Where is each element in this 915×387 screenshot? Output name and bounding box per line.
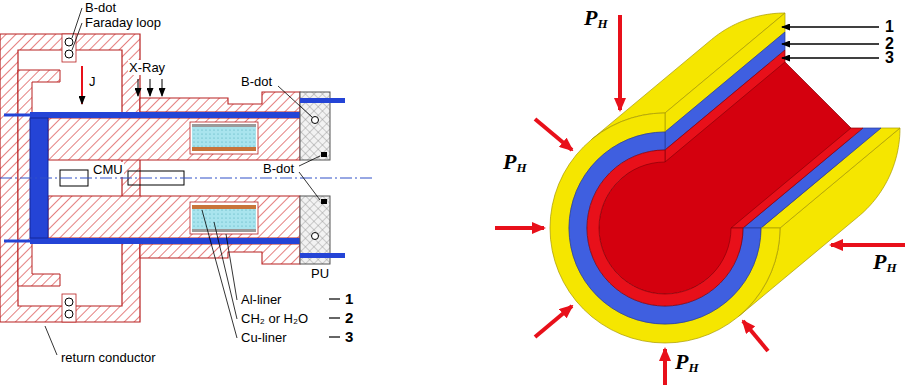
probe-loop	[312, 233, 319, 240]
callout-number: 1	[345, 291, 353, 307]
xray-label: X-Ray	[128, 60, 166, 75]
pressure-label: PH	[503, 150, 533, 182]
pressure-arrow	[618, 15, 622, 110]
part-label: PU	[310, 266, 330, 281]
probe-mark	[321, 152, 327, 157]
cu-liner	[192, 147, 256, 151]
pressure-arrow	[535, 119, 572, 150]
xray-arrow	[162, 79, 163, 96]
xray-arrow	[150, 79, 151, 96]
blue-rod	[4, 114, 30, 117]
pressure-arrow	[831, 243, 905, 247]
leader-line	[45, 326, 57, 355]
filler-layer	[192, 127, 256, 147]
al-liner	[192, 124, 256, 127]
probe-loop	[65, 38, 73, 46]
blue-plate	[30, 238, 300, 244]
pressure-label: PH	[873, 250, 903, 282]
loop-slot	[62, 294, 76, 322]
cut-face-layer	[731, 128, 863, 228]
liner-gap	[190, 122, 258, 154]
pressure-label: PH	[675, 350, 705, 382]
probe-loop	[65, 310, 73, 318]
probe-mark	[321, 199, 327, 204]
pressure-arrow	[495, 226, 544, 230]
current-arrow	[81, 66, 83, 104]
cut-face-layer	[665, 32, 785, 150]
part-label: CH₂ or H₂O	[240, 311, 309, 326]
pressure-label: PH	[584, 6, 614, 38]
inner-electrode	[48, 118, 300, 160]
cut-face-layer	[761, 128, 900, 228]
loop-slot	[62, 34, 76, 62]
leader-line	[226, 234, 237, 300]
probe-label: B-dot	[262, 161, 295, 176]
front-face-layer	[587, 150, 743, 306]
filler-layer	[192, 209, 256, 229]
return-conductor	[140, 92, 300, 112]
probe-label: B-dot	[240, 74, 273, 89]
leader-line	[202, 210, 237, 338]
pressure-arrows	[495, 15, 905, 385]
callout-arrow	[782, 26, 879, 28]
callout-dash	[329, 336, 340, 337]
axis-line	[0, 178, 372, 179]
part-label: Al-liner	[240, 292, 282, 307]
blue-rod	[4, 240, 30, 243]
cut-face-layer	[665, 50, 785, 162]
current-label: J	[88, 74, 97, 89]
front-face-layer	[550, 113, 780, 343]
part-label: return conductor	[60, 350, 157, 365]
callout-number: 1	[885, 19, 894, 35]
cross-section	[0, 8, 372, 355]
blue-bolt	[300, 253, 345, 258]
callout-number: 2	[345, 310, 353, 326]
probe-label: Faraday loop	[84, 15, 162, 30]
inner-electrode	[48, 196, 300, 238]
callout-number: 3	[885, 50, 894, 66]
callout-dash	[329, 317, 340, 318]
front-face-layer	[569, 132, 761, 324]
al-liner	[192, 229, 256, 232]
layered-cylinder	[550, 13, 900, 343]
callout-arrow	[782, 57, 879, 59]
part-label: CMU	[92, 162, 124, 177]
pressure-arrow	[663, 349, 667, 385]
blue-bolt	[300, 98, 345, 103]
callout-dash	[329, 298, 340, 299]
callout-number: 3	[345, 329, 353, 345]
liner-gap	[190, 202, 258, 234]
cu-liner	[192, 205, 256, 209]
pressure-arrow	[535, 306, 572, 337]
xray-arrow	[138, 79, 139, 96]
probe-label: B-dot	[84, 0, 117, 15]
leader-line	[72, 8, 82, 38]
leader-line	[278, 86, 312, 117]
callout-arrow	[782, 43, 879, 45]
probe-loop	[312, 117, 319, 124]
leader-line	[214, 222, 237, 319]
pressure-arrow	[743, 321, 768, 351]
part-label: Cu-liner	[240, 330, 288, 345]
probe-loop	[65, 50, 73, 58]
leader-line	[299, 172, 320, 200]
leader-line	[299, 156, 320, 166]
probe-loop	[65, 298, 73, 306]
cut-face-layer	[743, 128, 881, 228]
blue-plate	[30, 112, 300, 118]
leader-line	[72, 23, 82, 50]
